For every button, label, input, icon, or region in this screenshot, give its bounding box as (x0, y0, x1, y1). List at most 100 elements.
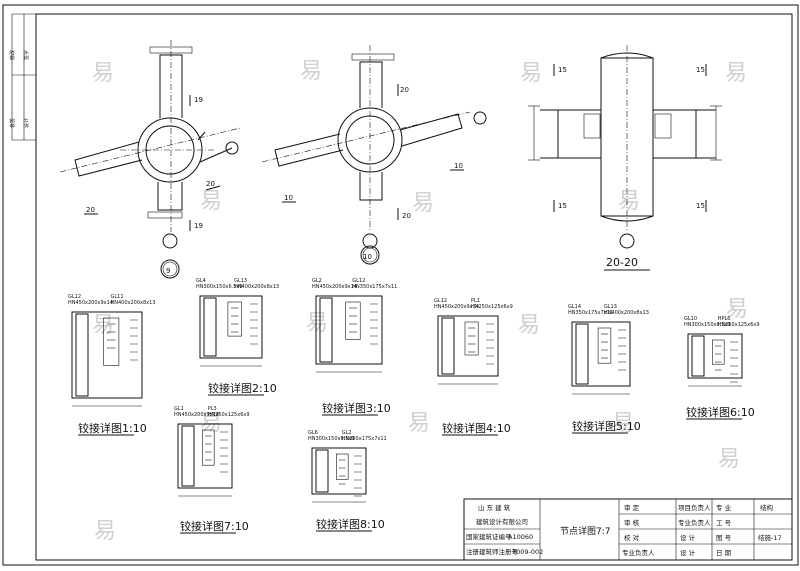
detail-label: HN250x125x6x9 (718, 322, 760, 328)
watermark-2: 易 (300, 59, 322, 84)
section-caption-20-20: 20-20 (606, 256, 638, 269)
detail-label: GL12 (434, 298, 447, 304)
detail-label: HN450x200x9x14 (312, 284, 357, 290)
detail-d5: GL14HN350x175x7x11GL13HN400x200x8x13铰接详图… (568, 304, 649, 434)
detail-label: HN350x175x7x11 (342, 436, 387, 442)
detail-d7: GL1HN450x200x9x14PL3HN250x125x6x9铰接详图7:1… (174, 406, 250, 534)
section-mark-10b: 10 (284, 194, 293, 202)
watermark-13: 易 (408, 411, 430, 436)
detail-label: GL12 (352, 278, 365, 284)
section-20-20: 15 15 15 15 20-20 (528, 45, 722, 271)
side-label-2: 签字 (23, 50, 30, 60)
detail-label: GL13 (234, 278, 247, 284)
side-label-3: 会签 (9, 118, 16, 128)
detail-label: GL2 (312, 278, 322, 284)
detail-label: GL12 (68, 294, 81, 300)
section-mark-20c: 20 (400, 86, 409, 94)
value-drawing-no: 结施-17 (758, 533, 782, 542)
role-approve: 审 定 (624, 503, 640, 512)
detail-d4: GL12HN450x200x9x14PL1HN250x125x6x9铰接详图4:… (434, 298, 513, 436)
section-mark-15c: 15 (558, 202, 567, 210)
drawing-frame (35, 13, 793, 561)
detail-label: HN450x200x9x14 (434, 304, 479, 310)
watermark-1: 易 (92, 61, 114, 86)
detail-label: GL4 (196, 278, 206, 284)
detail-label: GL2 (342, 430, 352, 436)
detail-label: HN400x200x8x13 (604, 310, 649, 316)
role-lead-2: 专业负责人 (678, 518, 711, 527)
drawing-name: 节点详图7:7 (560, 525, 611, 537)
detail-label: GL6 (308, 430, 318, 436)
watermark-9: 易 (306, 311, 328, 336)
plan-node-9: 19 19 20 20 9 (59, 40, 241, 279)
license-value: 3009-002 (512, 548, 543, 556)
section-mark-15b: 15 (696, 66, 705, 74)
detail-label: HN450x200x9x14 (68, 300, 113, 306)
company-name-line2: 建筑设计有限公司 (476, 517, 528, 526)
watermark-5: 易 (200, 189, 222, 214)
detail-label: GL13 (604, 304, 617, 310)
watermark-15: 易 (94, 519, 116, 544)
detail-label: HN250x125x6x9 (208, 412, 250, 418)
detail-label: HN350x175x7x11 (352, 284, 397, 290)
detail-label: GL10 (684, 316, 697, 322)
detail-title: 铰接详图7:10 (180, 519, 249, 533)
watermark-7: 易 (618, 189, 640, 214)
watermark-10: 易 (518, 313, 540, 338)
plan-node-10: 20 20 10 10 10 (261, 45, 487, 265)
detail-title: 铰接详图3:10 (322, 401, 391, 415)
watermark-14: 易 (612, 411, 634, 436)
detail-title: 铰接详图2:10 (208, 381, 277, 395)
detail-title: 铰接详图5:10 (572, 419, 641, 433)
watermark-3: 易 (520, 61, 542, 86)
sheet-frame (2, 4, 799, 566)
detail-drawings: GL12HN450x200x9x14GL11HN400x200x8x13铰接详图… (68, 278, 760, 534)
detail-title: 铰接详图8:10 (316, 517, 385, 531)
company-name-line1: 山 东 建 筑 (478, 503, 511, 512)
role-design-2: 设 计 (680, 548, 696, 557)
detail-label: HN300x150x6.5x9 (196, 284, 243, 290)
detail-title: 铰接详图6:10 (686, 405, 755, 419)
role-project-lead: 项目负责人 (678, 503, 711, 512)
section-mark-20b: 20 (86, 206, 95, 214)
side-strip: 修改 签字 会签 设计 (9, 13, 36, 141)
detail-label: HN250x125x6x9 (471, 304, 513, 310)
watermark-layer: 易 易 易 易 易 易 易 易 易 易 易 易 易 易 易 易 (92, 59, 748, 544)
detail-label: PL1 (471, 298, 480, 304)
role-discipline-lead: 专业负责人 (622, 548, 655, 557)
title-block: 山 东 建 筑 建筑设计有限公司 国家建筑证编号 A10060 注册建筑师注册号… (463, 498, 793, 561)
section-mark-15d: 15 (696, 202, 705, 210)
watermark-16: 易 (718, 447, 740, 472)
detail-label: HPL6 (718, 316, 731, 322)
role-design: 设 计 (680, 533, 696, 542)
cert-label: 国家建筑证编号 (466, 532, 512, 541)
detail-label: HN450x200x9x14 (174, 412, 219, 418)
section-mark-10a: 10 (454, 162, 463, 170)
node-caption-9: 9 (166, 267, 170, 275)
field-discipline: 专 业 (716, 503, 732, 512)
detail-label: HN300x150x6.5x9 (308, 436, 355, 442)
detail-label: GL14 (568, 304, 581, 310)
role-review: 审 核 (624, 518, 640, 527)
role-check: 校 对 (624, 533, 640, 542)
detail-label: HN300x150x6.5x9 (684, 322, 731, 328)
node-caption-10: 10 (363, 253, 372, 261)
cert-value: A10060 (508, 533, 533, 541)
detail-title: 铰接详图1:10 (78, 421, 147, 435)
detail-label: GL11 (111, 294, 124, 300)
field-drawing-no: 图 号 (716, 534, 732, 542)
detail-label: HN400x200x8x13 (111, 300, 156, 306)
field-date: 日 期 (716, 549, 732, 557)
detail-label: HN400x200x8x13 (234, 284, 279, 290)
watermark-8: 易 (92, 313, 114, 338)
section-mark-15a: 15 (558, 66, 567, 74)
watermark-11: 易 (726, 297, 748, 322)
value-discipline: 结构 (760, 503, 774, 512)
